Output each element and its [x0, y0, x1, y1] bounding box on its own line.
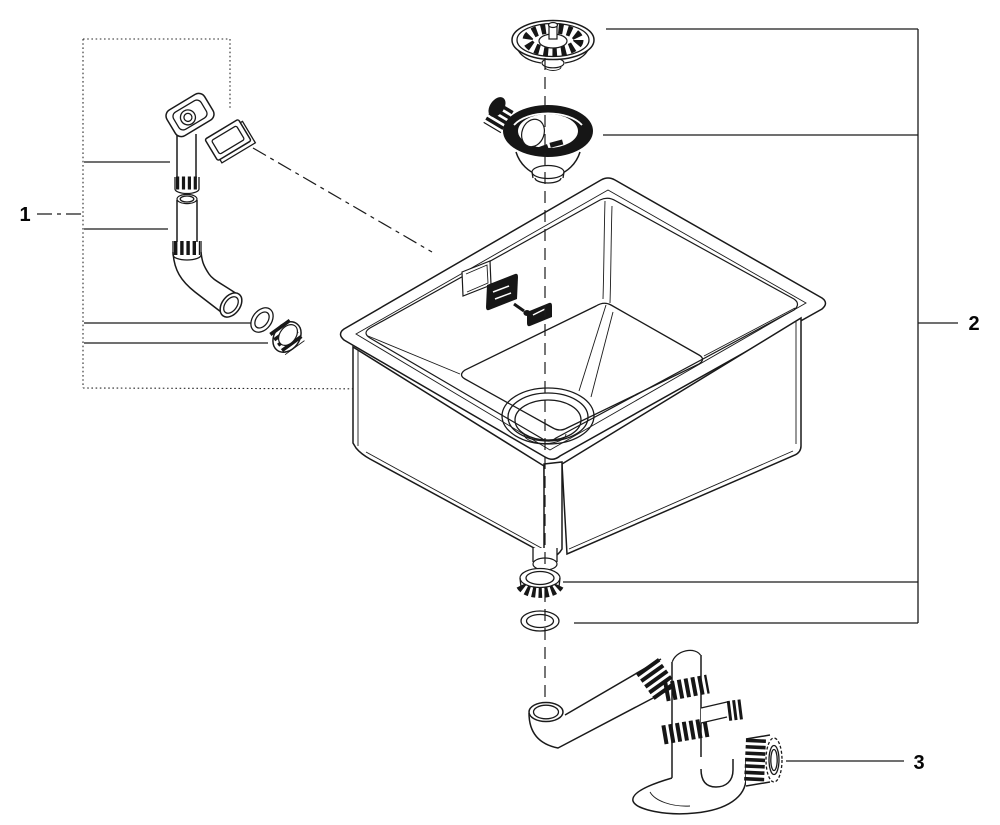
- overflow-elbow: [172, 251, 243, 318]
- group-1-callout-lines: [37, 161, 268, 344]
- sink-basin: [339, 177, 827, 571]
- standpipe-collar: [172, 241, 202, 261]
- overflow-clip: [527, 302, 552, 327]
- overflow-alignment-leader: [252, 147, 433, 253]
- sealing-ring: [520, 610, 560, 632]
- trap-outlet-nut: [744, 734, 783, 787]
- siphon-trap-assembly: [528, 649, 783, 815]
- callout-label-2: 2: [968, 313, 979, 335]
- overflow-oring: [250, 307, 274, 333]
- overflow-head-collar: [174, 176, 200, 195]
- trap-side-outlet: [700, 699, 746, 724]
- strainer-basket: [511, 19, 595, 71]
- sink-corner-post: [543, 461, 563, 558]
- group-bracket-2: [563, 28, 958, 624]
- strainer-body: [483, 97, 593, 184]
- overflow-assembly-group: [165, 92, 305, 356]
- overflow-cover-plate: [486, 273, 518, 311]
- overflow-nut: [269, 318, 305, 356]
- strainer-wing-nut: [483, 97, 514, 134]
- drain-locknut: [516, 567, 564, 598]
- overflow-standpipe: [176, 193, 198, 242]
- overflow-head-plate: [165, 92, 215, 138]
- overflow-gasket-frame: [204, 119, 257, 164]
- trap-coupling-nut-lower: [661, 717, 712, 745]
- trap-coupling-nut-upper: [663, 674, 710, 702]
- overflow-hole: [461, 260, 492, 297]
- callout-label-1: 1: [19, 204, 30, 226]
- callout-label-3: 3: [913, 752, 924, 774]
- group-box-1: [82, 38, 421, 390]
- trap-pipe-nut: [636, 658, 678, 702]
